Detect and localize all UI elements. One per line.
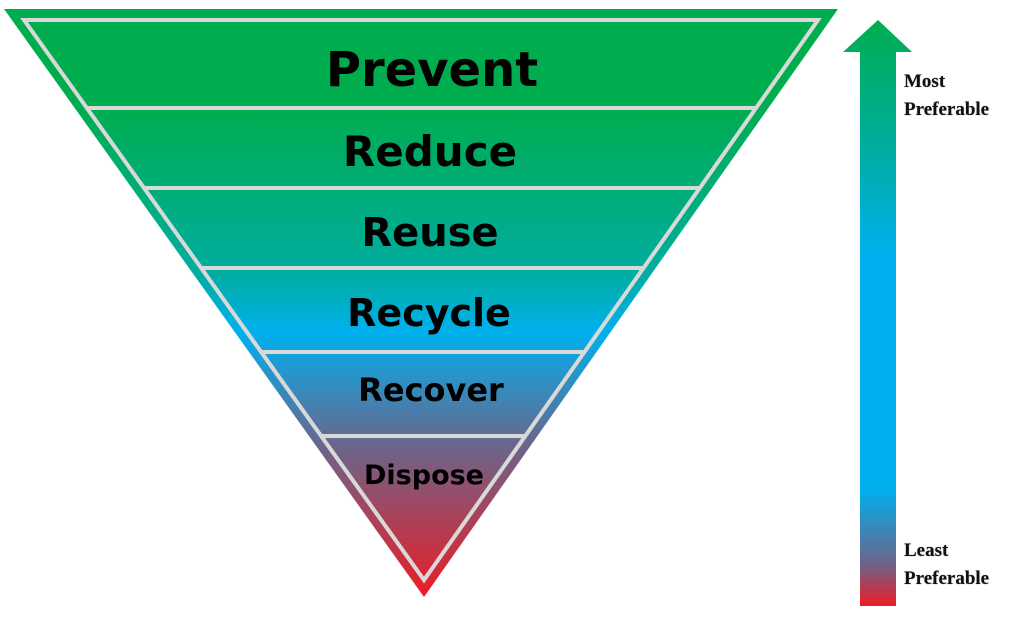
tier-label-recycle: Recycle	[347, 291, 511, 335]
pyramid-inner-outline	[20, 18, 822, 584]
least-preferable-label: Least Preferable	[904, 537, 989, 593]
least-label-line2: Preferable	[904, 568, 990, 589]
pyramid-outer	[4, 9, 838, 597]
tier-label-prevent: Prevent	[326, 42, 538, 98]
tier-label-dispose: Dispose	[364, 460, 484, 491]
most-preferable-label: Most Preferable	[904, 68, 989, 124]
tier-dividers	[86, 106, 757, 438]
least-label-line1: Least	[904, 540, 949, 561]
arrow-up-icon	[843, 20, 912, 606]
tier-label-reuse: Reuse	[361, 210, 498, 256]
tier-labels: Prevent Reduce Reuse Recycle Recover Dis…	[326, 42, 538, 491]
tier-label-reduce: Reduce	[343, 127, 517, 176]
most-label-line1: Most	[904, 71, 946, 92]
most-label-line2: Preferable	[904, 99, 990, 120]
tier-label-recover: Recover	[358, 371, 504, 409]
